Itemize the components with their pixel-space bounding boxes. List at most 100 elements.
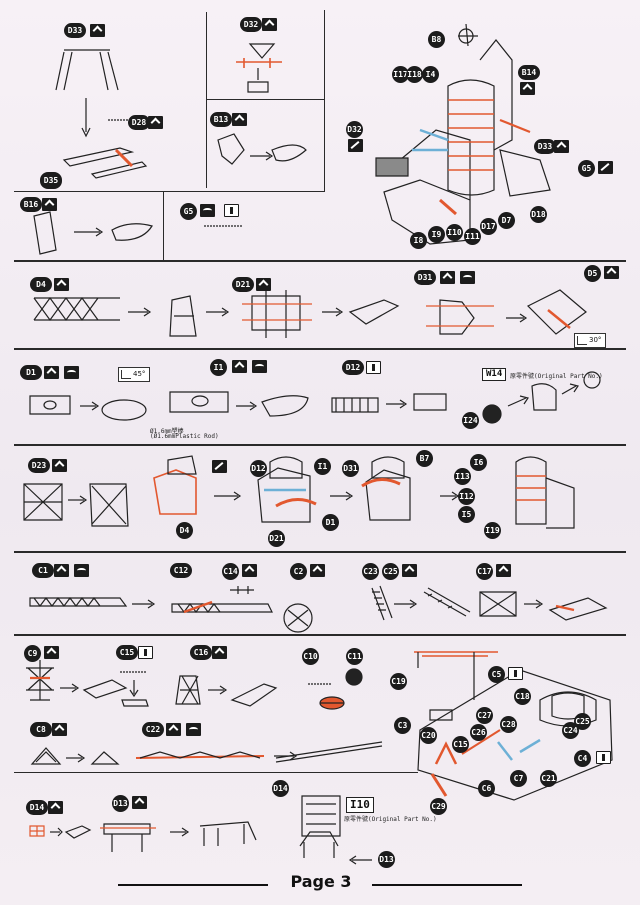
front-view-icon <box>148 116 163 129</box>
ladder-part-d33 <box>55 49 119 91</box>
bracket-icon <box>508 667 523 680</box>
callout-c9: C9 <box>24 645 41 662</box>
front-view-icon <box>52 459 67 472</box>
callout-i17: I17 <box>392 66 409 83</box>
tower-d23 <box>23 483 63 521</box>
callout-c2: C2 <box>290 563 307 580</box>
curve-view-icon <box>74 564 89 577</box>
callout-i1: I1 <box>210 359 227 376</box>
glue-icon <box>212 460 227 473</box>
front-view-icon <box>212 646 227 659</box>
callout-c18: C18 <box>514 688 531 705</box>
callout-d1: D1 <box>20 365 42 380</box>
callout-c29: C29 <box>430 798 447 815</box>
curve-view-icon <box>64 366 79 379</box>
divider-1 <box>14 191 324 192</box>
callout-i1-b: I1 <box>314 458 331 475</box>
callout-d14: D14 <box>26 800 48 815</box>
callout-d1-b: D1 <box>322 514 339 531</box>
callout-b14: B14 <box>518 65 540 80</box>
front-view-icon <box>132 796 147 809</box>
callout-d32-b: D32 <box>346 121 363 138</box>
callout-i8: I8 <box>410 232 427 249</box>
divider-8 <box>206 99 324 100</box>
callout-c22: C22 <box>142 722 164 737</box>
divider-2 <box>14 260 626 262</box>
ladder-c23 <box>371 585 393 621</box>
callout-c5: C5 <box>488 666 505 683</box>
callout-c15: C15 <box>116 645 138 660</box>
page-footer: Page 3 <box>0 872 640 896</box>
front-view-icon <box>554 140 569 153</box>
callout-c19: C19 <box>390 673 407 690</box>
angle-45-indicator: 45° <box>118 367 151 382</box>
front-view-icon <box>496 564 511 577</box>
divider-7 <box>14 772 418 773</box>
callout-i12: I12 <box>458 488 475 505</box>
superstructure-lower <box>417 669 613 801</box>
front-view-icon <box>232 360 247 373</box>
callout-c10: C10 <box>302 648 319 665</box>
callout-c11: C11 <box>346 648 363 665</box>
i10-label: I10 <box>346 797 374 813</box>
callout-c25-b: C25 <box>574 713 591 730</box>
curve-view-icon <box>186 723 201 736</box>
boom-c22 <box>135 755 265 759</box>
i10-note: 原零件號(Original Part No.) <box>344 816 437 823</box>
callout-i13: I13 <box>454 468 471 485</box>
callout-c12: C12 <box>170 563 192 578</box>
truss-d4 <box>33 296 120 322</box>
callout-b13: B13 <box>210 112 232 127</box>
bracket-icon <box>366 361 381 374</box>
front-view-icon <box>310 564 325 577</box>
callout-c27: C27 <box>476 707 493 724</box>
callout-b8: B8 <box>428 31 445 48</box>
front-view-icon <box>440 271 455 284</box>
callout-i19: I19 <box>484 522 501 539</box>
callout-d33: D33 <box>64 23 86 38</box>
callout-i10: I10 <box>446 224 463 241</box>
callout-i24: I24 <box>462 412 479 429</box>
w14-note: 原零件號(Original Part No.) <box>510 373 603 380</box>
front-view-icon <box>54 564 69 577</box>
superstructure-main <box>375 23 551 245</box>
divider-v2 <box>206 12 207 188</box>
callout-d21-b: D21 <box>268 530 285 547</box>
front-view-icon <box>232 113 247 126</box>
callout-d28: D28 <box>128 115 150 130</box>
callout-d18: D18 <box>530 206 547 223</box>
callout-i9: I9 <box>428 226 445 243</box>
divider-5 <box>14 551 626 553</box>
callout-g5: G5 <box>578 160 595 177</box>
front-view-icon <box>256 278 271 291</box>
callout-d21: D21 <box>232 277 254 292</box>
callout-b16: B16 <box>20 197 42 212</box>
tower-c16 <box>175 675 201 705</box>
footer-rule-right <box>372 884 522 886</box>
glue-icon <box>598 161 613 174</box>
callout-d35: D35 <box>40 172 62 189</box>
rod-note-cn: Ø1.6mm塑棒 <box>150 428 184 435</box>
part-d31 <box>439 299 475 335</box>
crane-c1 <box>29 597 128 607</box>
callout-d4: D4 <box>30 277 52 292</box>
frame-c17 <box>479 591 517 617</box>
jib-c19 <box>414 651 498 657</box>
callout-c1: C1 <box>32 563 54 578</box>
bracket-icon <box>138 646 153 659</box>
walkway-d35 <box>62 147 135 167</box>
divider-4 <box>14 444 626 446</box>
assembly-i10 <box>301 795 341 837</box>
rack-d12 <box>331 397 379 413</box>
assembly-d4 <box>153 469 197 515</box>
callout-d5: D5 <box>584 265 601 282</box>
tower-c9 <box>26 660 54 701</box>
front-view-icon <box>44 646 59 659</box>
callout-i5: I5 <box>458 506 475 523</box>
divider-v1 <box>324 10 325 192</box>
glue-icon <box>348 139 363 152</box>
callout-d33-b: D33 <box>534 139 556 154</box>
callout-i6: I6 <box>470 454 487 471</box>
callout-c6: C6 <box>478 780 495 797</box>
front-view-icon <box>44 366 59 379</box>
